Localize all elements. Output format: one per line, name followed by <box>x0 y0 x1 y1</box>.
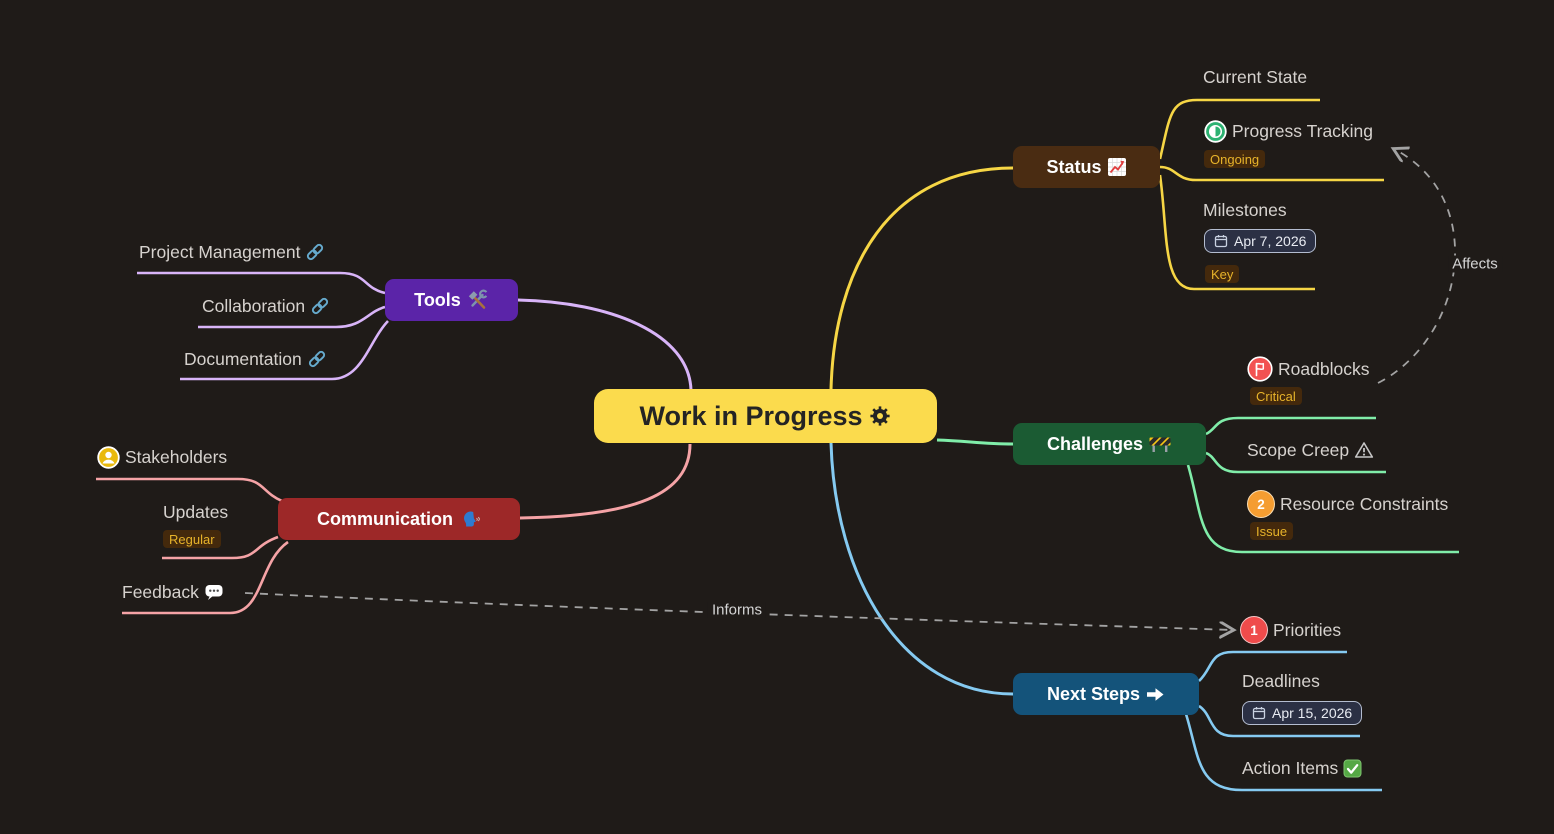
node-label: Documentation <box>184 348 302 369</box>
date-chip-milestones[interactable]: Apr 7, 2026 <box>1204 229 1317 253</box>
person-icon <box>97 446 120 469</box>
branch-label: Status <box>1046 156 1102 177</box>
link-icon <box>312 297 329 315</box>
link-icon <box>307 243 324 261</box>
speech-balloon-icon <box>205 584 223 600</box>
hammer-wrench-icon <box>468 288 489 309</box>
node-action-items[interactable]: Action Items <box>1242 757 1362 779</box>
flag-icon <box>1247 356 1273 382</box>
node-label: Priorities <box>1273 619 1342 640</box>
branch-node-status[interactable]: Status <box>1013 146 1160 188</box>
node-label: Project Management <box>139 241 301 262</box>
date-chip-label: Apr 15, 2026 <box>1272 705 1353 721</box>
node-label: Stakeholders <box>125 447 228 467</box>
speaking-head-icon <box>463 510 480 526</box>
branch-node-communication[interactable]: Communication <box>278 498 520 540</box>
node-collaboration[interactable]: Collaboration <box>202 295 330 317</box>
node-resource-constraints[interactable]: 2 Resource Constraints <box>1247 490 1449 518</box>
node-label: Feedback <box>122 581 199 602</box>
node-documentation[interactable]: Documentation <box>184 348 327 370</box>
affects-edge <box>1377 149 1456 384</box>
node-deadlines[interactable]: Deadlines <box>1242 670 1320 692</box>
check-mark-icon <box>1343 759 1362 777</box>
status-badge-critical: Critical <box>1250 387 1302 405</box>
status-badge-ongoing: Ongoing <box>1204 150 1266 168</box>
edge-label-informs: Informs <box>707 601 767 619</box>
node-label: Milestones <box>1203 199 1287 220</box>
edge-label-affects: Affects <box>1448 255 1502 273</box>
number-label: 2 <box>1257 496 1265 512</box>
node-label: Deadlines <box>1242 670 1320 691</box>
warning-icon <box>1355 442 1374 458</box>
node-roadblocks[interactable]: Roadblocks <box>1247 356 1369 382</box>
node-label: Progress Tracking <box>1232 121 1374 141</box>
status-badge-key: Key <box>1205 265 1240 283</box>
node-label: Updates <box>163 501 229 522</box>
node-priorities[interactable]: 1 Priorities <box>1240 616 1342 644</box>
node-feedback[interactable]: Feedback <box>122 581 224 603</box>
branch-label: Tools <box>414 289 461 310</box>
number-label: 1 <box>1250 622 1258 638</box>
number-2-icon: 2 <box>1247 490 1275 518</box>
informs-edge <box>244 592 1233 630</box>
status-badge-regular: Regular <box>163 530 221 548</box>
branch-node-challenges[interactable]: Challenges <box>1013 423 1206 465</box>
construction-barrier-icon <box>1149 437 1171 452</box>
branch-label: Communication <box>316 508 453 529</box>
node-label: Action Items <box>1242 757 1339 778</box>
node-scope-creep[interactable]: Scope Creep <box>1247 439 1374 461</box>
number-1-icon: 1 <box>1240 616 1268 644</box>
right-arrow-icon <box>1147 687 1164 701</box>
branch-node-next-steps[interactable]: Next Steps <box>1013 673 1199 715</box>
node-stakeholders[interactable]: Stakeholders <box>97 446 227 469</box>
date-chip-label: Apr 7, 2026 <box>1234 233 1307 249</box>
node-label: Roadblocks <box>1278 358 1370 379</box>
root-node-label: Work in Progress <box>639 400 863 431</box>
node-current-state[interactable]: Current State <box>1203 66 1307 88</box>
gear-icon <box>869 406 890 426</box>
chart-increasing-icon <box>1107 158 1126 176</box>
link-icon <box>308 350 325 368</box>
node-milestones[interactable]: Milestones <box>1203 199 1287 221</box>
branch-node-tools[interactable]: Tools <box>385 279 518 321</box>
date-chip-deadlines[interactable]: Apr 15, 2026 <box>1242 701 1363 725</box>
branch-label: Next Steps <box>1046 683 1141 704</box>
half-circle-progress-icon <box>1204 120 1227 143</box>
node-label: Collaboration <box>202 295 306 316</box>
node-label: Scope Creep <box>1247 439 1350 460</box>
node-updates[interactable]: Updates <box>163 501 228 523</box>
calendar-icon <box>1214 235 1228 248</box>
node-label: Resource Constraints <box>1280 493 1449 514</box>
node-label: Current State <box>1203 66 1308 87</box>
node-progress-tracking[interactable]: Progress Tracking <box>1204 120 1373 143</box>
calendar-icon <box>1252 707 1266 720</box>
node-project-management[interactable]: Project Management <box>139 241 325 263</box>
status-badge-issue: Issue <box>1250 522 1294 540</box>
root-node-work-in-progress[interactable]: Work in Progress <box>594 389 937 443</box>
branch-label: Challenges <box>1046 433 1144 454</box>
